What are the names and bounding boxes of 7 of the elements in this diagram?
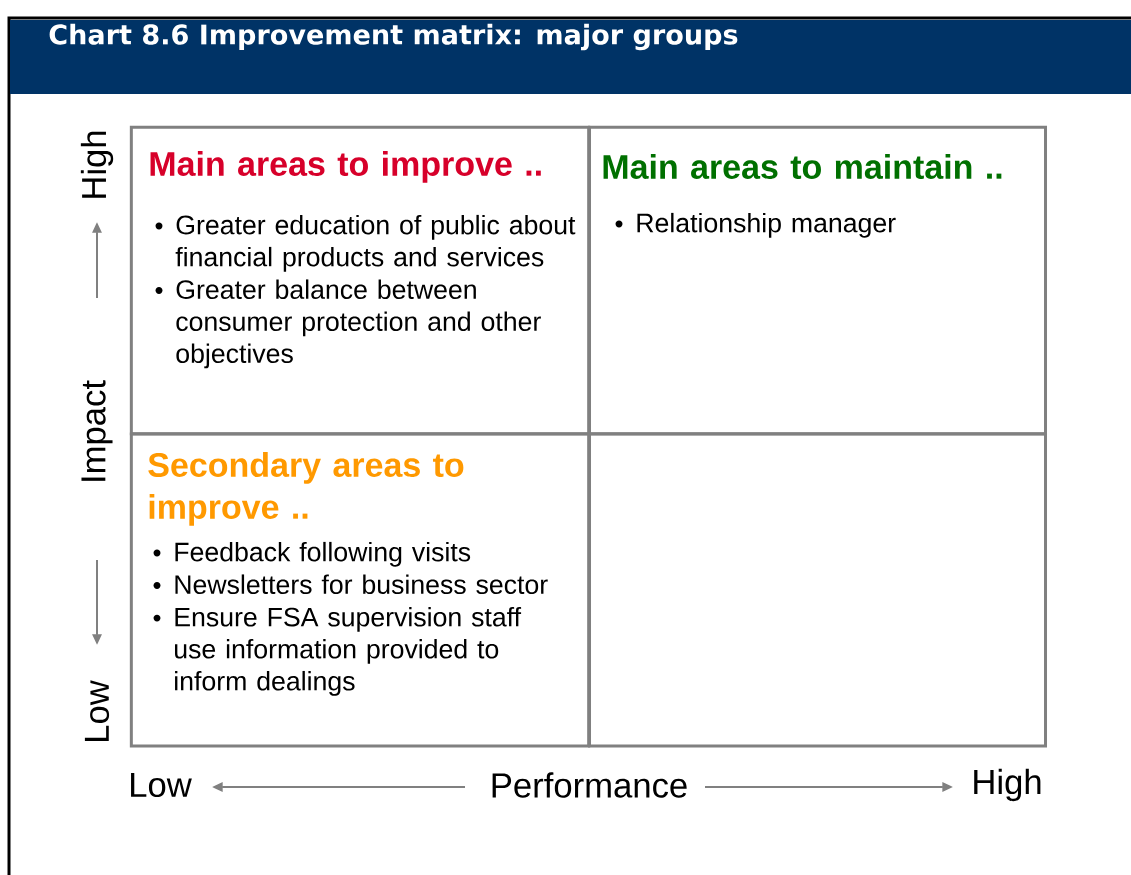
axis-label: Performance bbox=[492, 772, 687, 798]
quadrant-box: Main areas to improve .. Greater education of public about financial products and services Greater balance between consumer protection and other objectives bbox=[129, 125, 591, 436]
axis-label: Impact bbox=[81, 380, 113, 481]
quadrant-box bbox=[588, 432, 1047, 748]
quadrant-box: Main areas to maintain .. Relationship manager bbox=[588, 125, 1047, 436]
header-band: Chart 8.6 Improvement matrix: major groups bbox=[10, 20, 1131, 94]
quadrant-box: Secondary areas to improve .. Feedback following visits Newsletters for business sector Ensure FSA supervision staff use information provided to inform dealings bbox=[129, 432, 591, 748]
